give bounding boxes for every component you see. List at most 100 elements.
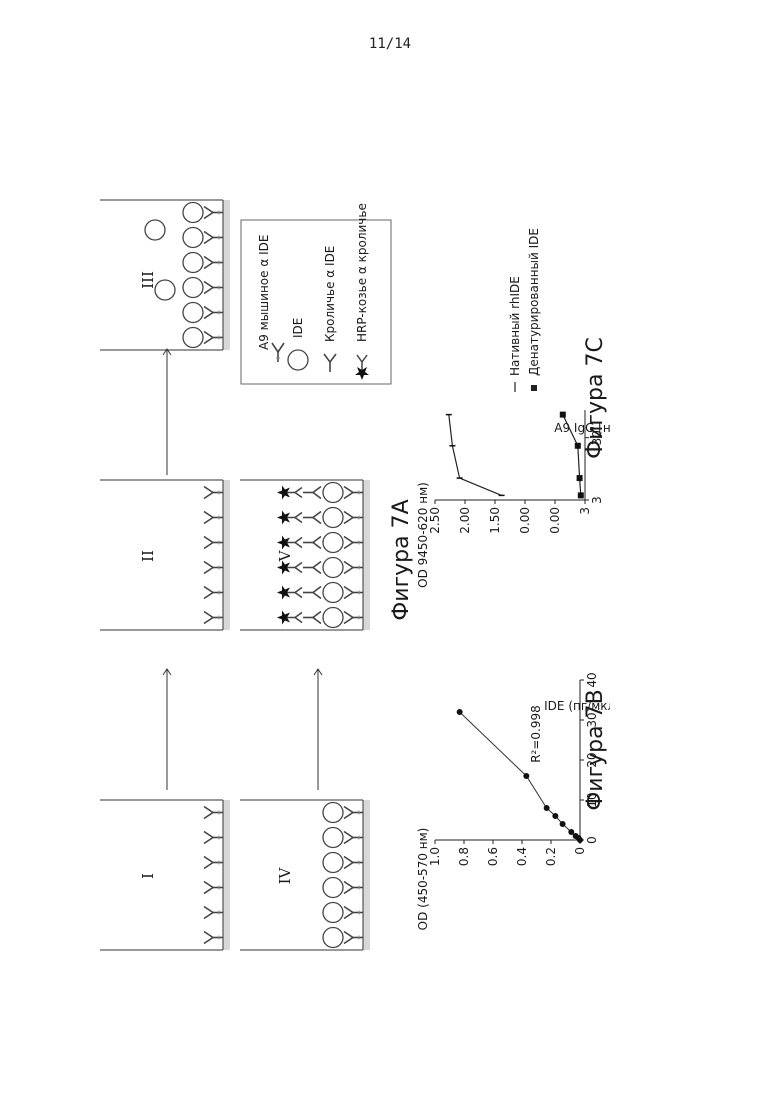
chart-7b-point <box>560 821 566 827</box>
capture-antibody <box>204 257 223 269</box>
ide-molecule <box>183 203 203 223</box>
chart-7b-xtick-label: 0 <box>585 836 599 844</box>
well-step-v <box>240 480 370 630</box>
well-floor <box>363 480 370 630</box>
hrp-conjugate <box>277 536 302 550</box>
chart-7c-point-denatured <box>577 475 583 481</box>
capture-antibody <box>344 807 363 819</box>
chart-7b-ytick-label: 0 <box>573 847 587 855</box>
ide-molecule <box>183 228 203 248</box>
well-step-i <box>100 800 230 950</box>
capture-antibody <box>204 232 223 244</box>
figure-7b-chart: OD (450-570 нм) IDE (пг/мкл) R²=0.998 Фи… <box>416 672 610 930</box>
ide-molecule <box>183 253 203 273</box>
ide-molecule <box>323 928 343 948</box>
well-floor <box>223 480 230 630</box>
rabbit-antibody-icon <box>324 354 336 372</box>
ide-molecule <box>323 903 343 923</box>
chart-7c-xtick-label: 3 <box>590 496 604 504</box>
figure-7c-chart: OD 9450-620 нм) A9 IgG [нМ] Фигура 7C На… <box>416 228 610 588</box>
detection-antibody <box>303 612 321 624</box>
capture-antibody <box>344 907 363 919</box>
chart-7c-ytick-label: 0.00 <box>548 507 562 534</box>
hrp-conjugate <box>277 611 302 625</box>
capture-antibody <box>204 332 223 344</box>
chart-7b-ytick-label: 0.8 <box>457 847 471 866</box>
chart-7b-fit-line <box>460 712 580 840</box>
chart-7c-legend: Нативный rhIDE Денатурированный IDE <box>508 228 541 392</box>
chart-7c-ytick-label: 2.00 <box>458 507 472 534</box>
ide-molecule <box>323 583 343 603</box>
capture-antibody <box>204 807 223 819</box>
ide-molecule <box>183 303 203 323</box>
chart-7b-ytick-label: 1.0 <box>428 847 442 866</box>
legend-label-mouse-antibody: A9 мышиное α IDE <box>257 235 271 350</box>
chart-7b-annotation: R²=0.998 <box>529 705 543 763</box>
ide-molecule <box>323 828 343 848</box>
capture-antibody <box>204 907 223 919</box>
chart-7b-xtick-label: 30 <box>585 712 599 727</box>
capture-antibody <box>204 587 223 599</box>
ide-molecule <box>183 328 203 348</box>
detection-antibody <box>303 587 321 599</box>
chart-7b-ytick-label: 0.6 <box>486 847 500 866</box>
chart-7b-xtick-label: 10 <box>585 792 599 807</box>
step-label-v: V <box>276 549 294 562</box>
mouse-antibody-icon <box>272 343 284 362</box>
figure-7a-caption: Фигура 7A <box>389 499 414 620</box>
chart-7c-point-denatured <box>578 492 584 498</box>
capture-antibody <box>204 512 223 524</box>
chart-7c-point-denatured <box>575 443 581 449</box>
ide-molecule <box>323 853 343 873</box>
hrp-conjugate <box>277 486 302 500</box>
well-floor <box>223 800 230 950</box>
capture-antibody <box>204 612 223 624</box>
capture-antibody <box>204 562 223 574</box>
ide-molecule <box>323 533 343 553</box>
capture-antibody <box>204 832 223 844</box>
chart-7b-point <box>552 813 558 819</box>
detection-antibody <box>303 537 321 549</box>
detection-antibody <box>303 562 321 574</box>
legend-series-native: Нативный rhIDE <box>508 276 522 376</box>
capture-antibody <box>344 512 363 524</box>
page-number: 11/14 <box>0 36 780 52</box>
ide-molecule <box>323 508 343 528</box>
capture-antibody <box>204 282 223 294</box>
chart-7b-ytick-label: 0.2 <box>544 847 558 866</box>
hrp-conjugate <box>277 561 302 575</box>
capture-antibody <box>344 932 363 944</box>
ide-molecule <box>323 608 343 628</box>
chart-7b-xtick-label: 40 <box>585 672 599 687</box>
capture-antibody <box>344 562 363 574</box>
capture-antibody <box>344 612 363 624</box>
hrp-conjugate <box>277 511 302 525</box>
capture-antibody <box>204 207 223 219</box>
capture-antibody <box>344 857 363 869</box>
capture-antibody <box>204 537 223 549</box>
hrp-conjugate <box>277 586 302 600</box>
chart-7c-xtick-label: 30 <box>590 430 604 445</box>
capture-antibody <box>204 307 223 319</box>
ide-molecule <box>323 483 343 503</box>
capture-antibody <box>344 882 363 894</box>
capture-antibody <box>344 537 363 549</box>
chart-7c-ytick-label: 1.50 <box>488 507 502 534</box>
legend-label-hrp: HRP-козье α кроличье <box>355 203 369 342</box>
chart-7b-ytick-label: 0.4 <box>515 847 529 866</box>
capture-antibody <box>344 587 363 599</box>
chart-7b-point <box>523 773 529 779</box>
legend-label-ide: IDE <box>291 318 305 338</box>
legend-denatured-swatch <box>531 385 537 391</box>
step-label-i: I <box>139 873 157 879</box>
ide-molecule <box>323 558 343 578</box>
capture-antibody <box>344 487 363 499</box>
ide-molecule <box>183 278 203 298</box>
chart-7c-ylabel: OD 9450-620 нм) <box>416 482 430 588</box>
chart-7b-point <box>544 805 550 811</box>
step-label-iv: IV <box>276 866 294 884</box>
chart-7c-line-native <box>449 415 502 496</box>
hrp-antibody-star-icon <box>355 355 369 380</box>
figure-canvas: I II III IV V A9 мышиное α IDE IDE Кроли… <box>90 90 610 1010</box>
chart-7b-point <box>568 829 574 835</box>
